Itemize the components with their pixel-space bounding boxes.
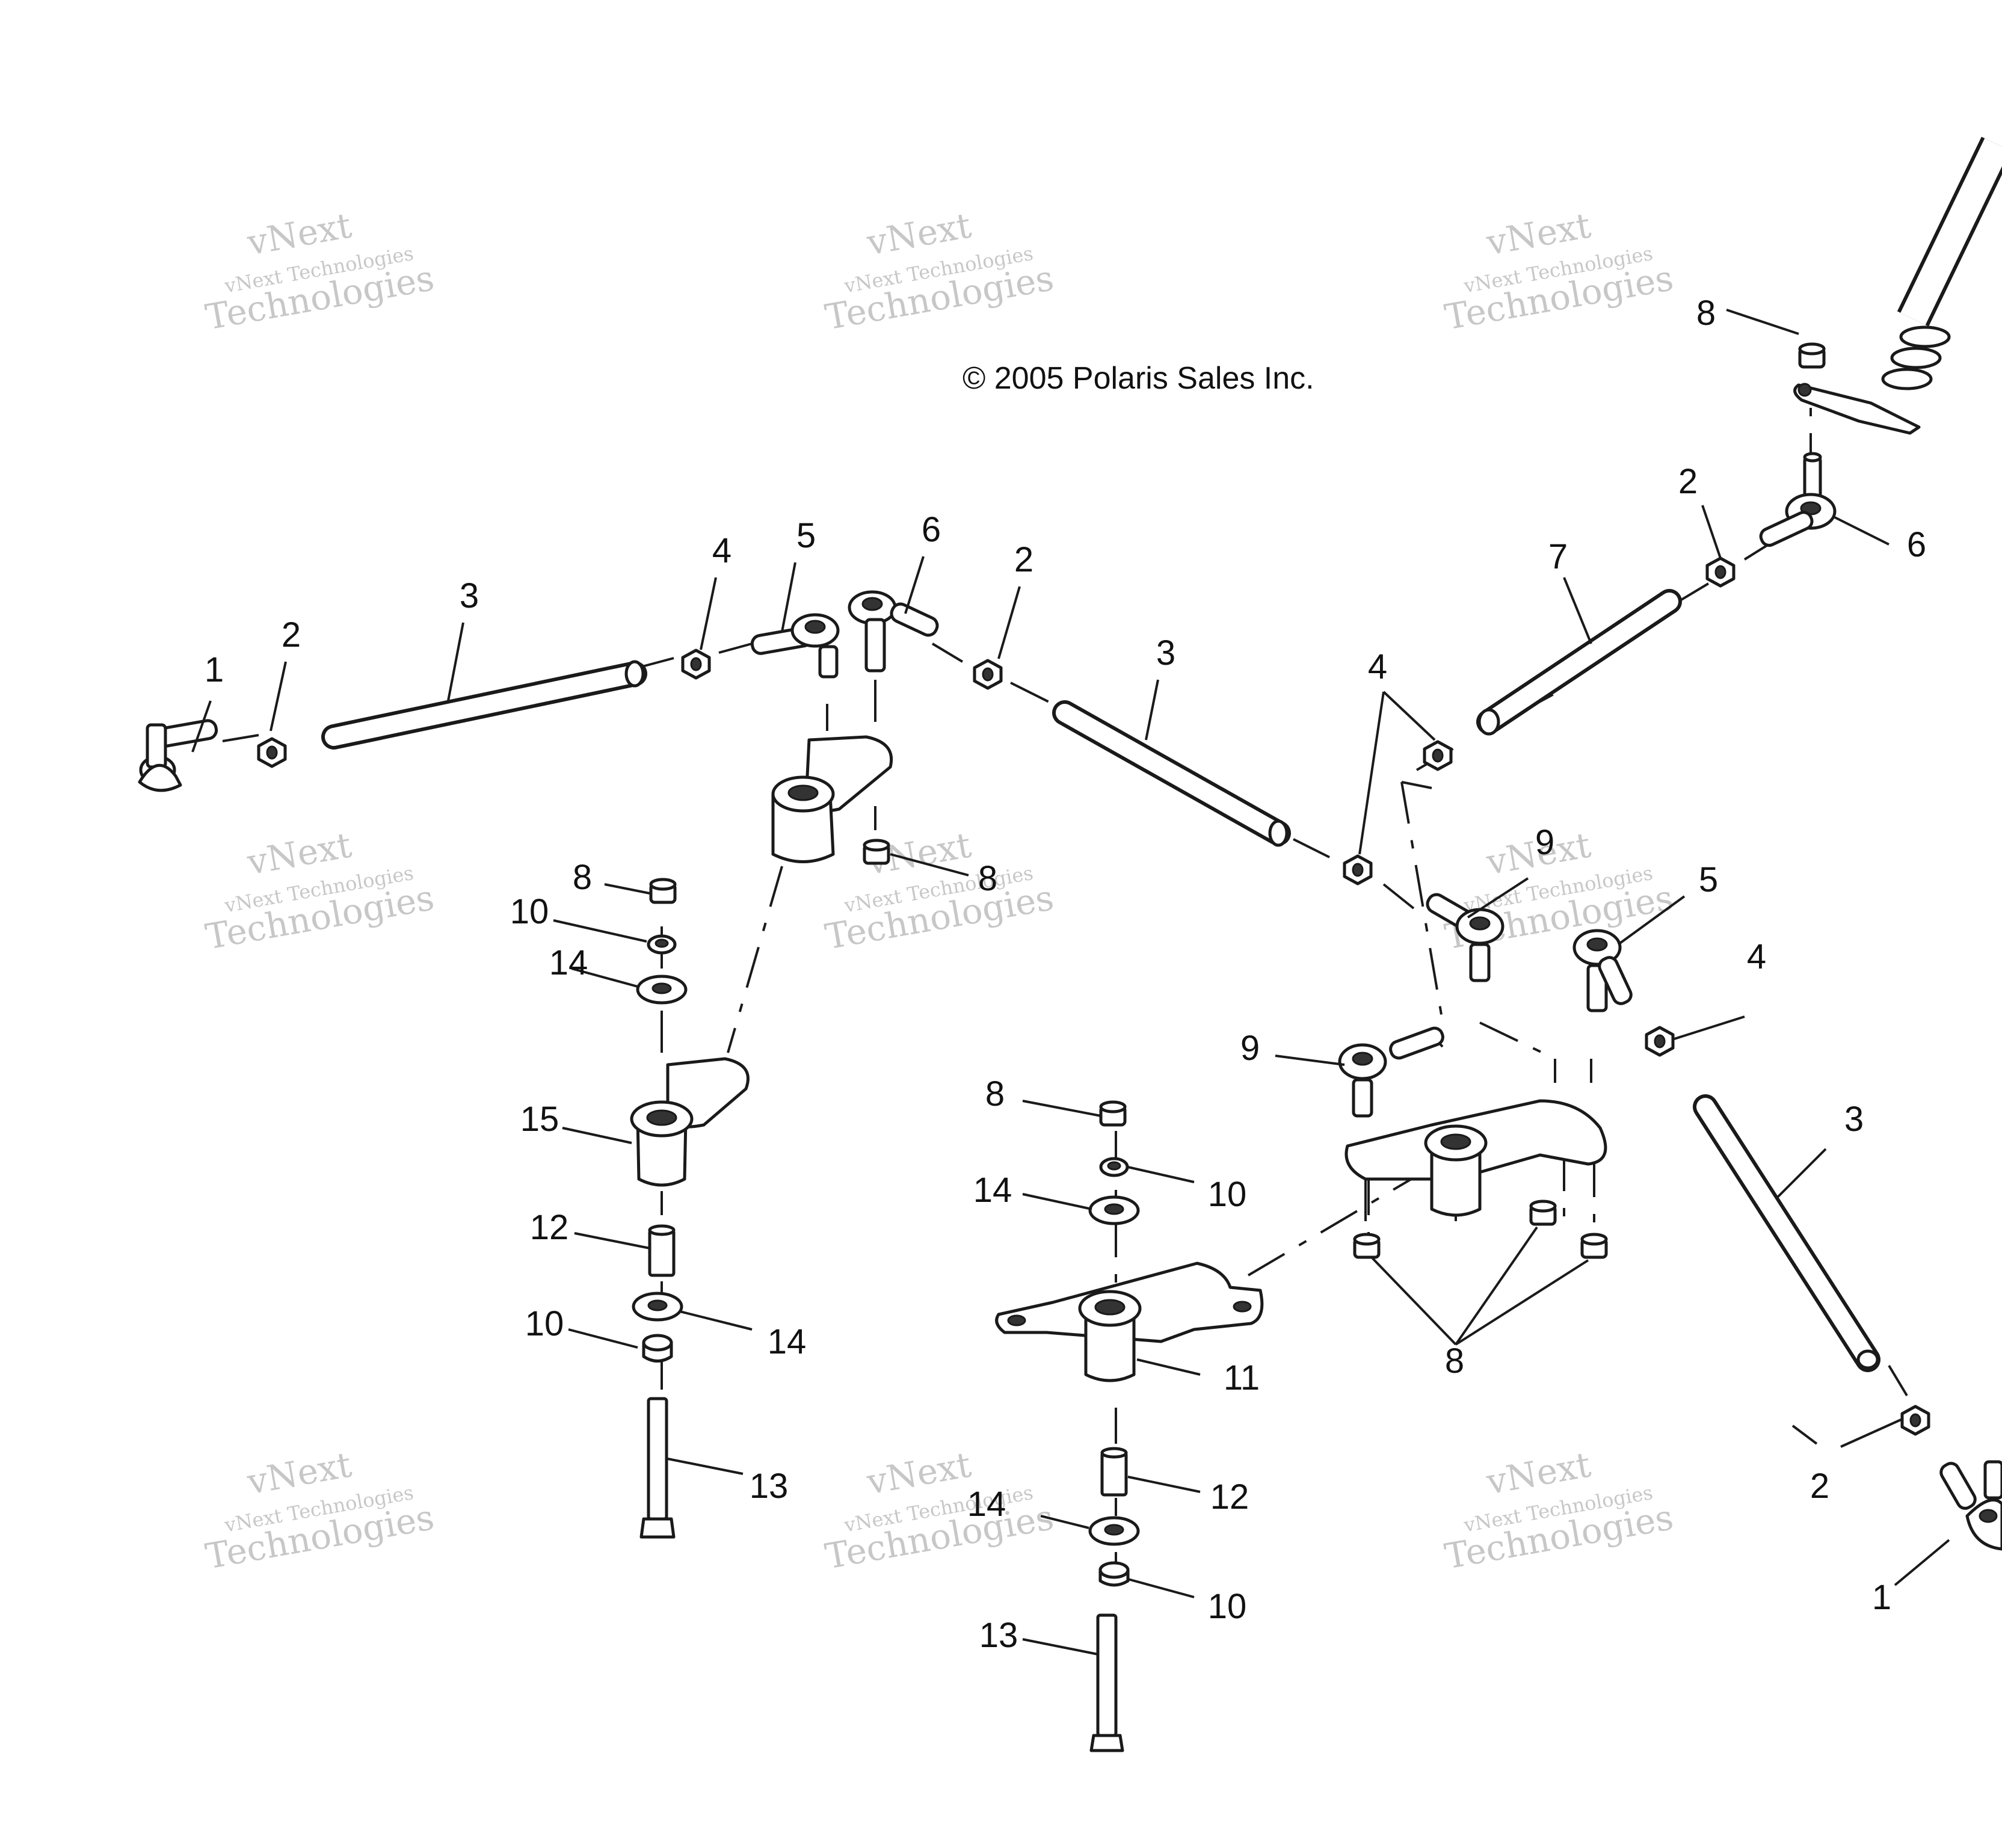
lock-nut bbox=[649, 878, 677, 904]
callout: 8 bbox=[985, 1074, 1005, 1113]
lock-nut-set bbox=[649, 342, 1826, 1259]
callout: 6 bbox=[922, 510, 941, 549]
assembly-centerlines bbox=[222, 394, 1908, 1570]
watermark: vNext vNext Technologies Technologies bbox=[203, 824, 437, 957]
hex-nut bbox=[257, 737, 287, 768]
rod-end-5-upper bbox=[750, 613, 840, 679]
pitman-arm-upper bbox=[771, 735, 893, 863]
callout: 4 bbox=[1747, 937, 1766, 976]
nut-hex-set bbox=[257, 556, 1930, 1436]
tie-rod-center bbox=[1052, 700, 1291, 847]
callout: 10 bbox=[525, 1304, 564, 1343]
washer bbox=[636, 975, 688, 1005]
callout: 2 bbox=[1678, 462, 1698, 501]
callout: 13 bbox=[750, 1467, 789, 1506]
watermark: vNext vNext Technologies Technologies bbox=[822, 824, 1057, 957]
lock-nut bbox=[1580, 1233, 1608, 1259]
callout: 12 bbox=[530, 1208, 569, 1247]
callout: 11 bbox=[1224, 1358, 1260, 1397]
flange-nut bbox=[1099, 1157, 1129, 1177]
callout: 4 bbox=[712, 531, 732, 570]
hex-nut bbox=[1900, 1405, 1930, 1436]
callout: 3 bbox=[1844, 1100, 1864, 1139]
hex-nut bbox=[1645, 1026, 1675, 1057]
callout: 10 bbox=[1208, 1175, 1247, 1214]
callout: 14 bbox=[549, 943, 588, 982]
watermark: vNext vNext Technologies Technologies bbox=[822, 1444, 1057, 1577]
callout: 13 bbox=[979, 1616, 1018, 1655]
flange-nut bbox=[1098, 1561, 1130, 1587]
callout: 8 bbox=[1445, 1341, 1464, 1381]
callout: 9 bbox=[1535, 823, 1554, 862]
rod-end-9-lower bbox=[1338, 1026, 1444, 1118]
washer bbox=[632, 1292, 683, 1322]
hex-nut bbox=[681, 648, 711, 680]
washer bbox=[1088, 1195, 1140, 1225]
hex-nut bbox=[1343, 854, 1373, 886]
callout: 14 bbox=[967, 1485, 1006, 1524]
bolt bbox=[1089, 1613, 1124, 1752]
hex-nut bbox=[1705, 556, 1736, 588]
steering-shaft bbox=[1793, 137, 2002, 435]
flange-nut bbox=[647, 934, 677, 955]
idler-arm-15 bbox=[630, 1057, 750, 1187]
callout: 10 bbox=[510, 892, 549, 931]
callout: 15 bbox=[520, 1100, 559, 1139]
callout: 8 bbox=[978, 859, 997, 898]
watermark: vNext vNext Technologies Technologies bbox=[1442, 205, 1677, 337]
callout: 2 bbox=[1810, 1467, 1829, 1506]
lock-nut bbox=[1099, 1100, 1127, 1127]
callout: 4 bbox=[1368, 647, 1387, 686]
rod-end-5-right bbox=[1572, 929, 1633, 1012]
hardware-set bbox=[632, 934, 1140, 1752]
callout: 5 bbox=[796, 516, 816, 555]
callout: 7 bbox=[1548, 537, 1568, 576]
rod-end-left bbox=[138, 719, 218, 792]
callout: 9 bbox=[1240, 1029, 1260, 1068]
hex-nut bbox=[973, 659, 1003, 690]
callout: 1 bbox=[205, 650, 224, 689]
watermark: vNext vNext Technologies Technologies bbox=[203, 205, 437, 337]
callout: 3 bbox=[460, 576, 479, 615]
drag-link bbox=[1476, 589, 1682, 736]
callout: 8 bbox=[1696, 294, 1716, 333]
callout: 2 bbox=[1014, 540, 1033, 579]
tie-rod-left bbox=[321, 660, 647, 750]
spacer bbox=[1100, 1447, 1128, 1497]
lock-nut bbox=[1529, 1200, 1557, 1226]
callout: 2 bbox=[282, 615, 301, 654]
callout: 3 bbox=[1156, 633, 1175, 673]
watermark: vNext vNext Technologies Technologies bbox=[203, 1444, 437, 1577]
lock-nut bbox=[863, 839, 890, 865]
callout: 12 bbox=[1210, 1477, 1249, 1517]
callout: 14 bbox=[973, 1171, 1012, 1210]
flange-nut bbox=[642, 1334, 673, 1363]
bolt bbox=[639, 1397, 676, 1539]
callout: 1 bbox=[1872, 1578, 1891, 1617]
hex-nut bbox=[1423, 740, 1453, 771]
tie-rod-right bbox=[1693, 1094, 1880, 1372]
leader-lines bbox=[191, 309, 1950, 1656]
rod-end-6-upper bbox=[848, 590, 939, 673]
rod-end-right bbox=[1939, 1460, 2002, 1551]
rod-end-6-right bbox=[1759, 452, 1837, 547]
callout-labels: 1 2 3 4 5 6 2 3 4 7 8 2 6 8 10 14 8 15 1… bbox=[205, 294, 1926, 1655]
callout: 5 bbox=[1699, 860, 1718, 899]
copyright-text: © 2005 Polaris Sales Inc. bbox=[962, 361, 1314, 396]
lock-nut bbox=[1798, 342, 1826, 369]
callout: 10 bbox=[1208, 1587, 1247, 1626]
washer bbox=[1088, 1516, 1140, 1546]
lock-nut bbox=[1353, 1233, 1381, 1259]
spacer bbox=[648, 1224, 676, 1277]
center-arm-lower bbox=[1344, 1099, 1607, 1217]
callout: 14 bbox=[768, 1322, 807, 1361]
watermark: vNext vNext Technologies Technologies bbox=[1442, 1444, 1677, 1577]
callout: 6 bbox=[1907, 525, 1926, 564]
callout: 8 bbox=[573, 858, 592, 897]
watermark: vNext vNext Technologies Technologies bbox=[822, 205, 1057, 337]
center-arm-11 bbox=[995, 1261, 1264, 1382]
